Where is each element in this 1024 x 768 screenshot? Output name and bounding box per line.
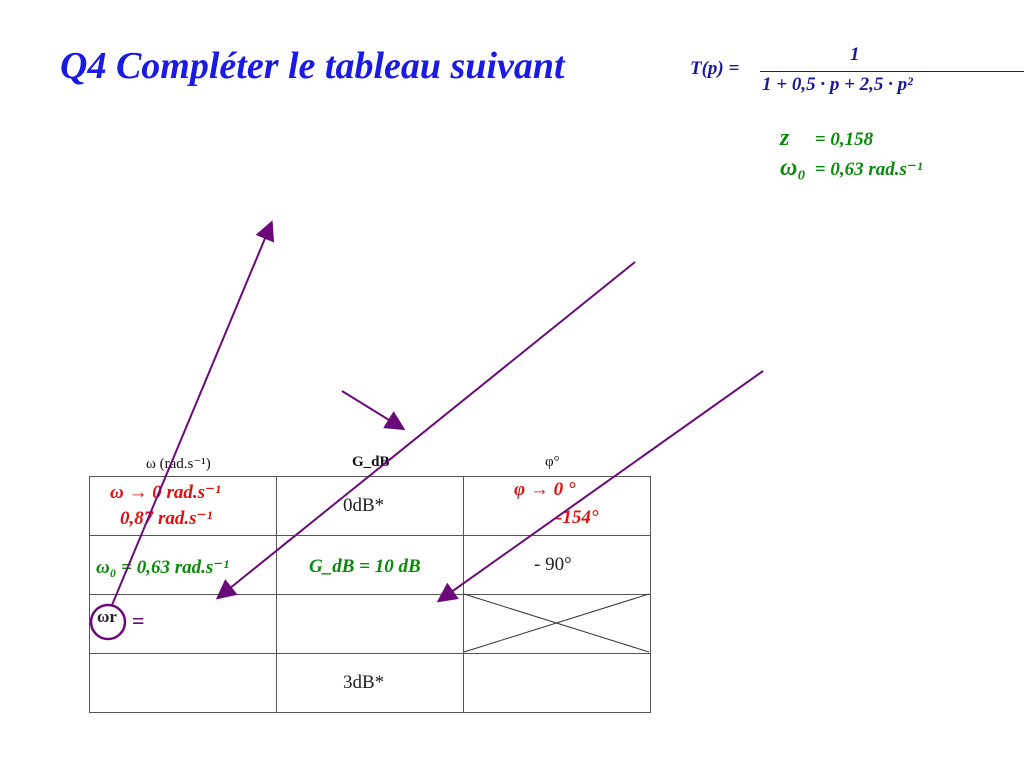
cell-omega-1[interactable]: ω → 0 rad.s⁻¹ 0,87 rad.s⁻¹ bbox=[89, 476, 277, 536]
page-title: Q4 Compléter le tableau suivant bbox=[60, 45, 565, 87]
arrow-short bbox=[341, 390, 406, 431]
formula-lhs: T(p) = bbox=[690, 58, 740, 79]
header-omega: ω (rad.s⁻¹) bbox=[146, 456, 211, 472]
answer-table: ω → 0 rad.s⁻¹ 0,87 rad.s⁻¹ 0dB* φ → 0 ° … bbox=[89, 476, 651, 713]
omega0-text: ω₀ = 0,63 rad.s⁻¹ bbox=[96, 557, 229, 578]
gain-value-4: 3dB* bbox=[343, 672, 385, 693]
natural-freq-param: ω₀ = 0,63 rad.s⁻¹ bbox=[780, 155, 923, 185]
formula-numerator: 1 bbox=[850, 44, 860, 65]
header-phase: φ° bbox=[545, 454, 560, 470]
omega-limit-text: ω → 0 rad.s⁻¹ bbox=[110, 482, 221, 503]
formula-denominator: 1 + 0,5 · p + 2,5 · p² bbox=[762, 74, 913, 95]
cell-gain-4[interactable]: 3dB* bbox=[276, 653, 464, 713]
table-row: ω → 0 rad.s⁻¹ 0,87 rad.s⁻¹ 0dB* φ → 0 ° … bbox=[89, 476, 651, 536]
cell-omega-3[interactable]: ωr = bbox=[89, 594, 277, 654]
cell-phase-1[interactable]: φ → 0 ° -154° bbox=[463, 476, 651, 536]
cell-gain-3[interactable] bbox=[276, 594, 464, 654]
omega-r-equals: = bbox=[132, 608, 145, 633]
table-row: ω₀ = 0,63 rad.s⁻¹ G_dB = 10 dB - 90° bbox=[89, 535, 651, 595]
damping-param: z = 0,158 bbox=[780, 125, 923, 155]
cell-gain-2[interactable]: G_dB = 10 dB bbox=[276, 535, 464, 595]
phase-value-2: - 90° bbox=[534, 554, 572, 575]
table-row: 3dB* bbox=[89, 653, 651, 713]
cell-gain-1[interactable]: 0dB* bbox=[276, 476, 464, 536]
fraction-bar bbox=[760, 71, 1024, 72]
gain-value-2: G_dB = 10 dB bbox=[309, 556, 421, 577]
omega-resonance-text: 0,87 rad.s⁻¹ bbox=[120, 508, 213, 529]
table-row: ωr = bbox=[89, 594, 651, 654]
header-gain: G_dB bbox=[352, 454, 390, 470]
w0-symbol: ω₀ bbox=[780, 155, 806, 181]
w0-value: = 0,63 rad.s⁻¹ bbox=[814, 159, 923, 180]
gain-value-1: 0dB* bbox=[343, 495, 385, 516]
z-value: = 0,158 bbox=[814, 129, 874, 150]
z-symbol: z bbox=[780, 125, 790, 151]
phase-limit-text: φ → 0 ° bbox=[514, 479, 576, 500]
cell-phase-3-crossed bbox=[463, 594, 651, 654]
omega-r-label: ωr bbox=[97, 607, 117, 626]
cell-omega-2[interactable]: ω₀ = 0,63 rad.s⁻¹ bbox=[89, 535, 277, 595]
parameters-block: z = 0,158 ω₀ = 0,63 rad.s⁻¹ bbox=[780, 125, 923, 185]
cell-omega-4[interactable] bbox=[89, 653, 277, 713]
cell-phase-2[interactable]: - 90° bbox=[463, 535, 651, 595]
cell-phase-4[interactable] bbox=[463, 653, 651, 713]
phase-value-text: -154° bbox=[556, 507, 599, 528]
